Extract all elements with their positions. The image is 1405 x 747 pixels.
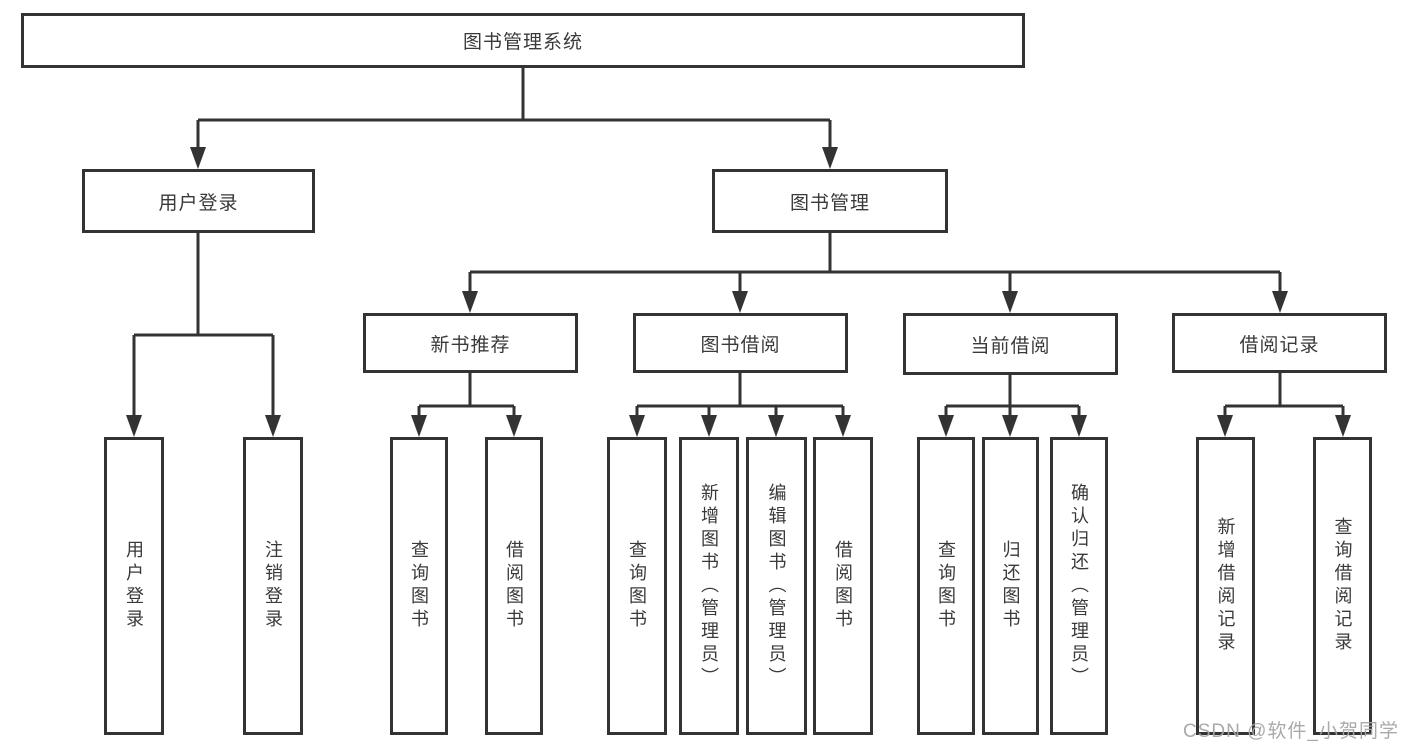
connector-root-to-level2 [190, 68, 838, 169]
connector-records-to-leaves [1217, 373, 1351, 437]
csdn-watermark: CSDN @软件_小贺同学 [1183, 721, 1399, 742]
node-user-login: 用户登录 [82, 169, 315, 233]
arrow-icon [1217, 415, 1233, 437]
leaf-query-books-current: 查询图书 [917, 437, 975, 735]
node-label: 查询图书 [936, 540, 956, 632]
node-label: 新增借阅记录 [1215, 517, 1236, 655]
leaf-query-books-recommend: 查询图书 [390, 437, 448, 735]
leaf-query-books-borrow: 查询图书 [607, 437, 667, 735]
leaf-edit-books-admin: 编辑图书（管理员） [746, 437, 807, 735]
arrow-icon [938, 415, 954, 437]
leaf-confirm-return-admin: 确认归还（管理员） [1050, 437, 1108, 735]
node-label: 确认归还（管理员） [1069, 482, 1089, 690]
leaf-borrow-books: 借阅图书 [813, 437, 873, 735]
arrow-icon [835, 415, 851, 437]
node-label: 查询借阅记录 [1332, 517, 1353, 655]
arrow-icon [1071, 415, 1087, 437]
node-label: 新增图书（管理员） [699, 482, 719, 690]
node-label: 当前借阅 [970, 335, 1051, 357]
node-new-book-recommend: 新书推荐 [363, 313, 578, 373]
connector-borrow-to-leaves [629, 373, 851, 437]
leaf-borrow-books-recommend: 借阅图书 [485, 437, 543, 735]
leaf-user-login: 用户登录 [104, 437, 164, 735]
arrow-icon [1002, 415, 1018, 437]
arrow-icon [768, 415, 784, 437]
node-current-borrow: 当前借阅 [903, 313, 1118, 375]
leaf-return-books: 归还图书 [982, 437, 1039, 735]
node-label: 归还图书 [1000, 540, 1021, 632]
node-label: 图书管理系统 [462, 32, 583, 53]
arrow-icon [1335, 415, 1351, 437]
node-book-borrow: 图书借阅 [633, 313, 848, 373]
arrow-icon [506, 415, 522, 437]
node-label: 查询图书 [627, 540, 647, 632]
node-book-management: 图书管理 [712, 169, 948, 233]
node-label: 图书管理 [789, 192, 870, 214]
node-system-root: 图书管理系统 [21, 13, 1025, 68]
node-label: 用户登录 [124, 540, 144, 632]
node-label: 借阅图书 [833, 540, 853, 632]
node-borrow-records: 借阅记录 [1172, 313, 1387, 373]
node-label: 注销登录 [263, 540, 283, 632]
node-label: 用户登录 [158, 192, 239, 214]
arrow-icon [629, 415, 645, 437]
arrow-icon [1002, 291, 1018, 313]
connector-userlogin-to-leaves [126, 233, 281, 437]
arrow-icon [190, 147, 206, 169]
node-label: 借阅图书 [504, 540, 524, 632]
node-label: 借阅记录 [1239, 334, 1320, 356]
leaf-query-borrow-record: 查询借阅记录 [1313, 437, 1372, 735]
arrow-icon [701, 415, 717, 437]
arrow-icon [732, 291, 748, 313]
arrow-icon [1272, 291, 1288, 313]
arrow-icon [126, 415, 142, 437]
leaf-logout: 注销登录 [243, 437, 303, 735]
node-label: 新书推荐 [430, 334, 511, 356]
arrow-icon [462, 291, 478, 313]
node-label: 图书借阅 [700, 334, 781, 356]
leaf-add-borrow-record: 新增借阅记录 [1196, 437, 1255, 735]
leaf-add-books-admin: 新增图书（管理员） [679, 437, 739, 735]
arrow-icon [265, 415, 281, 437]
arrow-icon [822, 147, 838, 169]
arrow-icon [411, 415, 427, 437]
node-label: 查询图书 [409, 540, 429, 632]
node-label: 编辑图书（管理员） [766, 482, 787, 690]
connector-current-to-leaves [938, 373, 1087, 437]
connector-newbooks-to-leaves [411, 373, 522, 437]
connector-bookmgmt-to-level3 [462, 233, 1288, 313]
